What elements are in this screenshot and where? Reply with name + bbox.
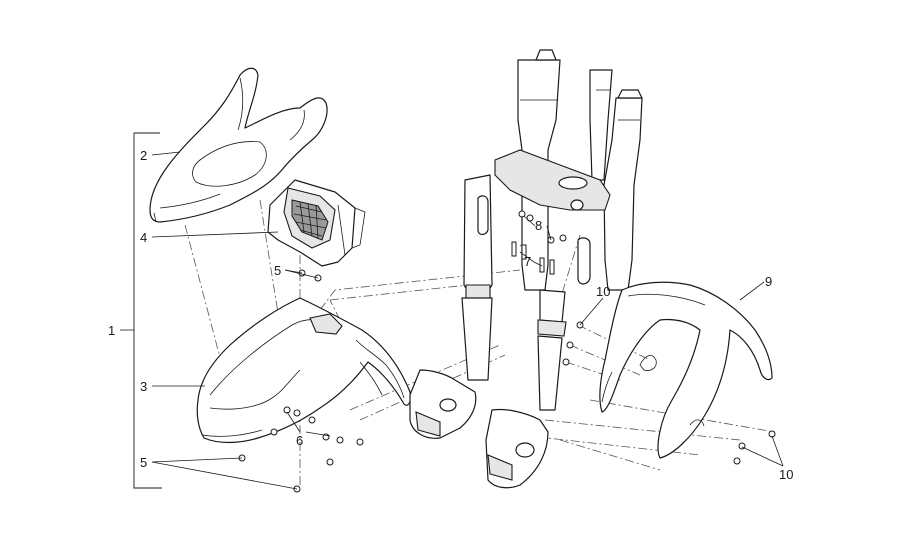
part-intake-duct — [267, 179, 366, 267]
part-fork-mudguard — [599, 281, 773, 459]
mesh-grille — [291, 199, 329, 241]
callout-9: 9 — [765, 274, 772, 289]
callout-4: 4 — [140, 230, 147, 245]
part-fork-assembly — [409, 49, 643, 489]
part-upper-mudguard-cover — [149, 67, 328, 223]
callouts: 1 2 3 4 5 5 6 7 8 9 10 10 — [108, 148, 793, 482]
leader-lines — [151, 151, 784, 490]
callout-8: 8 — [535, 218, 542, 233]
part-front-mudguard — [196, 297, 412, 444]
callout-7: 7 — [524, 254, 531, 269]
callout-5-lower: 5 — [140, 455, 147, 470]
callout-10-lower: 10 — [779, 467, 793, 482]
callout-1: 1 — [108, 323, 115, 338]
callout-10-upper: 10 — [596, 284, 610, 299]
callout-2: 2 — [140, 148, 147, 163]
callout-3: 3 — [140, 379, 147, 394]
callout-6: 6 — [296, 433, 303, 448]
callout-5-upper: 5 — [274, 263, 281, 278]
assembly-bracket — [120, 132, 162, 489]
